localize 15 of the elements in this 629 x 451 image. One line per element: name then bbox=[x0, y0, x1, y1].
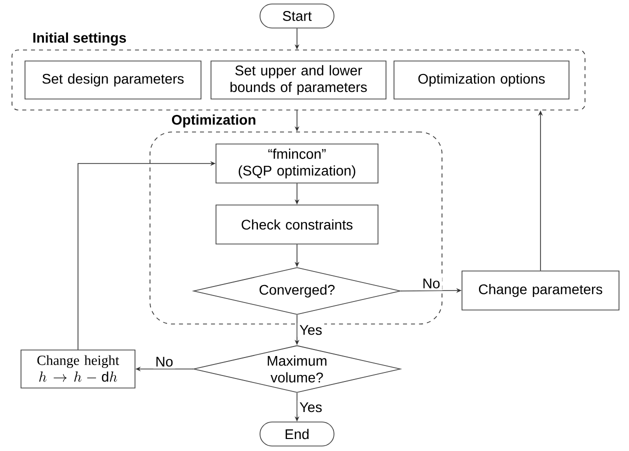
edge-label: Yes bbox=[297, 323, 324, 337]
process-box: Optimization options bbox=[394, 60, 570, 100]
dashed-group-box bbox=[12, 50, 586, 110]
edge-label: No bbox=[420, 276, 442, 290]
dashed-group-box bbox=[150, 132, 442, 324]
process-box: Set design parameters bbox=[24, 60, 202, 100]
process-box: “fmincon” (SQP optimization) bbox=[216, 144, 378, 184]
group-heading: Optimization bbox=[172, 114, 256, 128]
process-box: Change parameters bbox=[462, 270, 620, 310]
process-box: Change height $h \to h - \mathrm{d}h$ bbox=[20, 350, 136, 388]
group-heading: Initial settings bbox=[33, 32, 126, 46]
process-box: Check constraints bbox=[216, 204, 378, 244]
edge-label: Yes bbox=[297, 400, 324, 414]
process-box: Set upper and lower bounds of parameters bbox=[210, 60, 386, 100]
edge-label: No bbox=[153, 354, 176, 369]
